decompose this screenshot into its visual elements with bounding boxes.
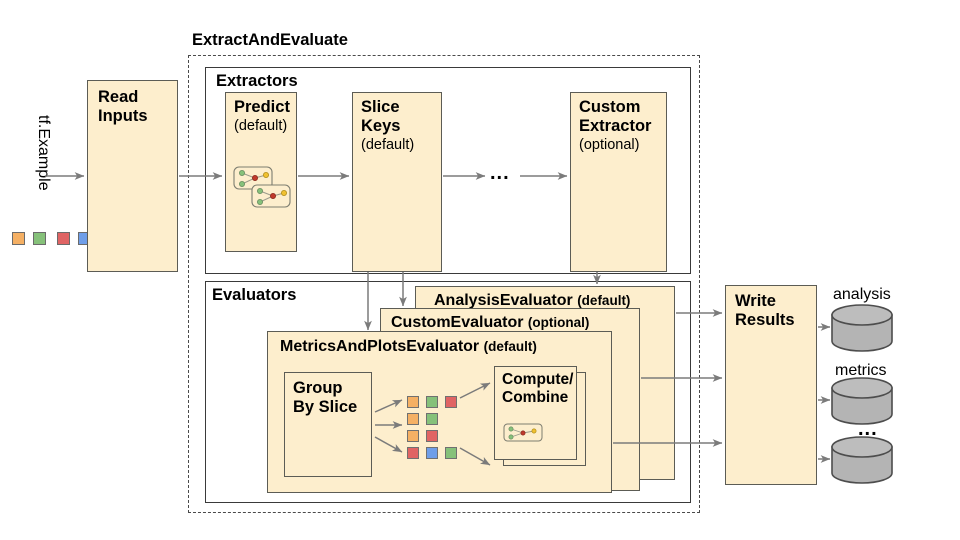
legend-chip-green: [33, 232, 46, 245]
slice-chip: [426, 396, 438, 408]
group-by-slice-line2: By Slice: [293, 398, 358, 416]
extractors-label: Extractors: [216, 72, 298, 90]
compute-combine-line2: Combine: [502, 389, 569, 406]
custom-evaluator-qualifier: (optional): [527, 315, 590, 330]
analysis-evaluator-header: AnalysisEvaluator (default): [416, 287, 674, 310]
analysis-evaluator-name: AnalysisEvaluator: [434, 292, 573, 309]
extractor-node-custom[interactable]: Custom Extractor (optional): [570, 92, 667, 272]
metrics-evaluator-name: MetricsAndPlotsEvaluator: [280, 338, 480, 355]
predict-title: Predict: [234, 98, 290, 116]
custom-evaluator-header: CustomEvaluator (optional): [381, 309, 639, 332]
slice-chip: [407, 447, 419, 459]
compute-combine-line1: Compute/: [502, 371, 574, 388]
slice-chip: [407, 413, 419, 425]
analysis-evaluator-qualifier: (default): [577, 293, 631, 308]
write-results-line1: Write: [735, 292, 776, 310]
slice-keys-line2: Keys: [361, 117, 401, 135]
read-inputs-node[interactable]: Read Inputs: [87, 80, 178, 272]
custom-extractor-line2: Extractor: [579, 117, 652, 135]
extractors-ellipsis: ...: [490, 162, 510, 184]
legend-chip-red: [57, 232, 70, 245]
slice-chip: [426, 430, 438, 442]
write-results-line2: Results: [735, 311, 795, 329]
group-by-slice-line1: Group: [293, 379, 343, 397]
database-cylinder-icon: [831, 436, 893, 484]
model-graph-icon: [233, 166, 291, 208]
slice-keys-qualifier: (default): [361, 137, 415, 153]
output-label-analysis: analysis: [833, 286, 891, 303]
slice-keys-line1: Slice: [361, 98, 400, 116]
write-results-node[interactable]: Write Results: [725, 285, 817, 485]
group-by-slice-node[interactable]: Group By Slice: [284, 372, 372, 477]
plot-graph-icon: [503, 423, 543, 442]
slice-chip: [445, 396, 457, 408]
custom-evaluator-name: CustomEvaluator: [391, 314, 524, 331]
metrics-evaluator-qualifier: (default): [483, 339, 537, 354]
extractor-node-slice-keys[interactable]: Slice Keys (default): [352, 92, 442, 272]
slice-chip: [426, 447, 438, 459]
metrics-evaluator-header: MetricsAndPlotsEvaluator (default): [268, 332, 611, 356]
compute-combine-node[interactable]: Compute/ Combine: [494, 366, 577, 460]
read-inputs-line1: Read: [98, 88, 139, 106]
slice-chip: [407, 396, 419, 408]
custom-extractor-qualifier: (optional): [579, 137, 640, 153]
predict-qualifier: (default): [234, 118, 288, 134]
read-inputs-line2: Inputs: [98, 107, 148, 125]
slice-chip: [407, 430, 419, 442]
slice-chip: [426, 413, 438, 425]
database-cylinder-icon: [831, 304, 893, 352]
slice-chip: [445, 447, 457, 459]
extract-and-evaluate-label: ExtractAndEvaluate: [192, 31, 348, 49]
custom-extractor-line1: Custom: [579, 98, 641, 116]
extractor-node-predict[interactable]: Predict (default): [225, 92, 297, 252]
extract-and-evaluate-group: [188, 55, 700, 513]
evaluators-label: Evaluators: [212, 286, 297, 304]
database-cylinder-icon: [831, 377, 893, 425]
output-label-metrics: metrics: [835, 362, 887, 379]
legend-chip-orange: [12, 232, 25, 245]
